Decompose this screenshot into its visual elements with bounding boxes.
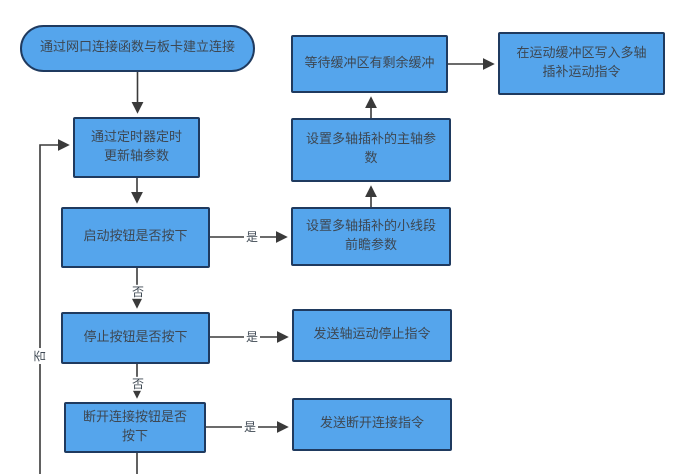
node-stop-pressed: 停止按钮是否按下 [61,312,210,364]
edge-label-loop-no: 否 [32,347,48,365]
node-send-stop: 发送轴运动停止指令 [292,309,452,362]
edge-label-stop-no: 否 [129,376,147,392]
node-wait-buffer: 等待缓冲区有剩余缓冲 [291,35,448,93]
node-timer-update: 通过定时器定时 更新轴参数 [73,117,200,178]
node-write-buffer: 在运动缓冲区写入多轴 插补运动指令 [498,32,665,95]
node-connect: 通过网口连接函数与板卡建立连接 [20,25,255,72]
node-set-lookahead: 设置多轴插补的小线段 前瞻参数 [291,207,451,266]
node-set-spindle: 设置多轴插补的主轴参 数 [291,118,451,182]
node-send-disconnect: 发送断开连接指令 [292,398,452,451]
edge-loop-no [39,139,70,474]
node-disconnect-pressed: 断开连接按钮是否 按下 [64,402,206,453]
node-start-pressed: 启动按钮是否按下 [61,207,210,268]
edge-label-start-yes: 是 [243,229,261,245]
edge-label-disconnect-yes: 是 [241,419,259,435]
edge-label-stop-yes: 是 [243,329,261,345]
edge-label-start-no: 否 [129,284,147,300]
